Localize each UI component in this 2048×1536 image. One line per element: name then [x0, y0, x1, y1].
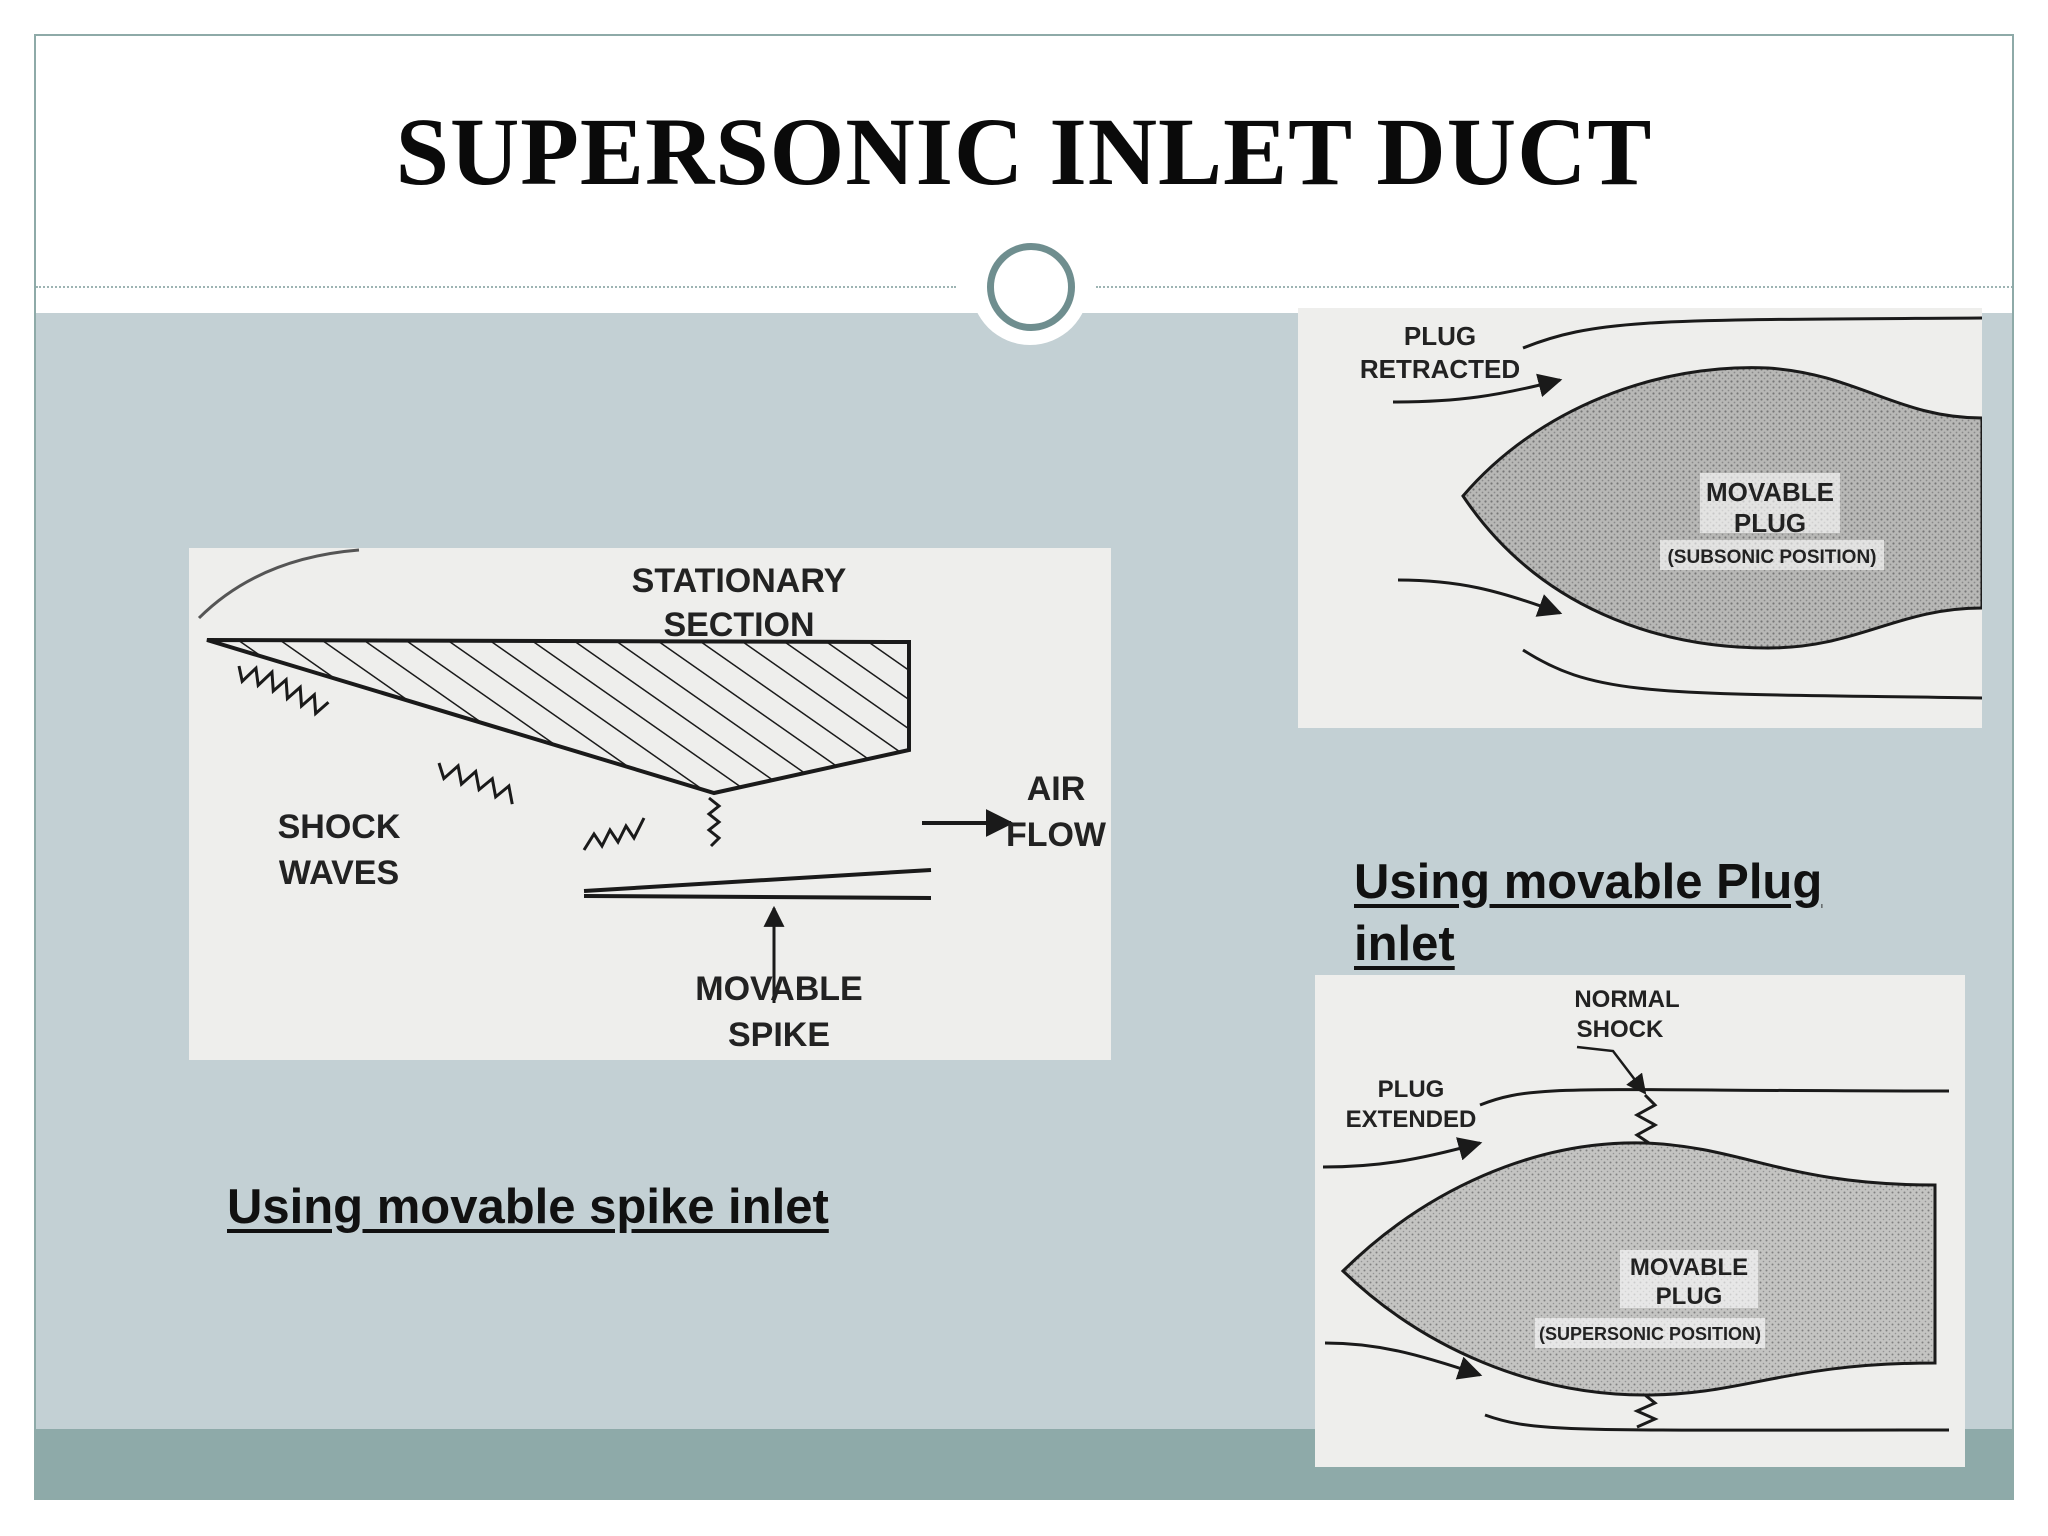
label-movable-plug: PLUG	[1734, 508, 1806, 538]
plug-extended-figure: NORMAL SHOCK PLUG EXTENDED MOVABLE PLUG …	[1315, 975, 1965, 1467]
spike-upper-line	[583, 868, 932, 893]
label-plug: PLUG	[1378, 1076, 1445, 1103]
label-extended: EXTENDED	[1346, 1106, 1477, 1133]
label-movable-plug: PLUG	[1656, 1283, 1723, 1310]
label-movable: MOVABLE	[1630, 1254, 1748, 1281]
plug-caption-line2: inlet	[1354, 917, 1455, 971]
label-section: SECTION	[663, 606, 814, 644]
upper-duct-wall	[1479, 1088, 1950, 1107]
plug-inlet-caption: Using movable Plug inlet	[1354, 851, 1822, 975]
normal-shock-lower	[1633, 1393, 1659, 1429]
label-spike: SPIKE	[728, 1016, 830, 1054]
shock-wave-main	[237, 665, 330, 717]
spike-inlet-figure: STATIONARY SECTION SHOCK WAVES AIR FLOW …	[189, 548, 1111, 1060]
slide-title: SUPERSONIC INLET DUCT	[395, 98, 1653, 205]
spike-inlet-caption: Using movable spike inlet	[227, 1180, 829, 1234]
lower-flow-arrow	[1397, 578, 1563, 617]
upper-flow-arrow	[1392, 373, 1563, 404]
label-movable: MOVABLE	[695, 970, 862, 1008]
circle-ornament	[971, 227, 1089, 345]
plug-retracted-figure: PLUG RETRACTED MOVABLE PLUG (SUBSONIC PO…	[1298, 308, 1982, 728]
label-air: AIR	[1027, 770, 1086, 808]
label-shock: SHOCK	[278, 808, 401, 846]
slide: SUPERSONIC INLET DUCT	[34, 34, 2014, 1500]
circle-ring	[987, 243, 1075, 331]
upper-duct-wall	[1522, 316, 1982, 350]
label-normal: NORMAL	[1574, 986, 1679, 1013]
normal-shock-upper	[1633, 1093, 1659, 1145]
label-supersonic-position: (SUPERSONIC POSITION)	[1539, 1324, 1761, 1344]
plug-position-box	[1660, 540, 1884, 570]
label-movable: MOVABLE	[1706, 477, 1834, 507]
header-divider-right	[1096, 286, 2012, 288]
normal-shock-leader	[1576, 1045, 1647, 1095]
upper-flow-arrow	[1322, 1137, 1483, 1169]
plug-label-box	[1620, 1250, 1758, 1308]
spike-lower-line	[583, 894, 932, 900]
lower-duct-wall	[1522, 648, 1982, 700]
label-waves: WAVES	[279, 854, 399, 892]
stationary-section-shape	[206, 638, 911, 796]
plug-position-box	[1535, 1318, 1765, 1348]
shock-wave-inner	[582, 817, 646, 851]
plug-caption-line1: Using movable Plug	[1354, 855, 1823, 909]
header-divider-left	[36, 286, 956, 288]
shock-wave-vertical	[706, 796, 722, 848]
lower-flow-arrow	[1324, 1341, 1483, 1380]
lower-duct-wall	[1484, 1413, 1950, 1432]
label-flow: FLOW	[1006, 816, 1107, 854]
label-retracted: RETRACTED	[1360, 354, 1520, 384]
plug-label-box	[1700, 473, 1840, 533]
shock-wave-tail	[437, 762, 514, 805]
label-shock: SHOCK	[1577, 1016, 1664, 1043]
label-plug: PLUG	[1404, 321, 1476, 351]
label-stationary: STATIONARY	[632, 562, 847, 600]
label-subsonic-position: (SUBSONIC POSITION)	[1667, 547, 1876, 568]
cowl-edge	[197, 548, 360, 620]
